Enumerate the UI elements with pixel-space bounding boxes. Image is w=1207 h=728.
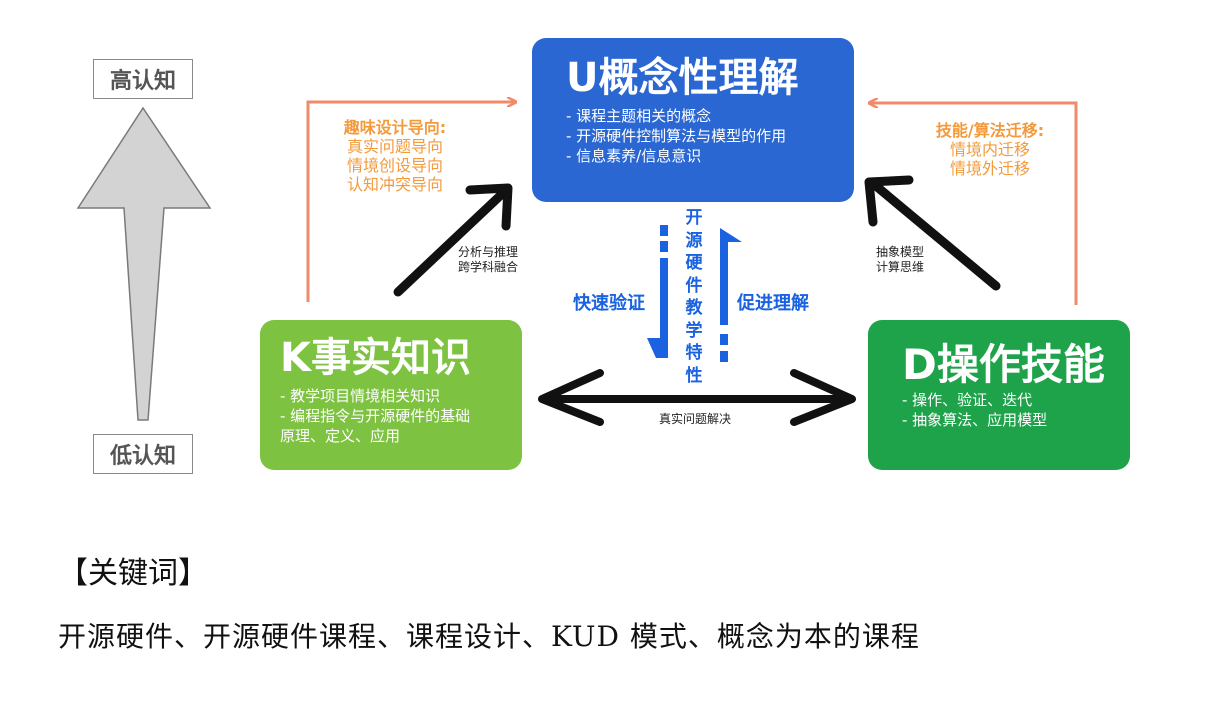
d-operational-skills-box: D操作技能 - 操作、验证、迭代 - 抽象算法、应用模型 xyxy=(868,320,1130,470)
u-box-title: U概念性理解 xyxy=(566,55,799,101)
vertical-title-char: 性 xyxy=(685,365,703,386)
u-conceptual-understanding-box: U概念性理解 - 课程主题相关的概念 - 开源硬件控制算法与模型的作用 - 信息… xyxy=(532,38,854,202)
u-box-item: - 课程主题相关的概念 xyxy=(566,107,712,125)
vertical-title-char: 教 xyxy=(685,298,703,318)
k-d-double-arrow xyxy=(538,369,856,426)
open-hardware-teaching-features-title: 开 源 硬 件 教 学 特 性 xyxy=(682,207,706,387)
skill-transfer-note: 技能/算法迁移: 情境内迁移 情境外迁移 xyxy=(920,121,1060,178)
k-box-item: 原理、定义、应用 xyxy=(280,427,401,445)
vertical-title-char: 特 xyxy=(685,343,703,363)
analysis-note-line: 跨学科融合 xyxy=(457,260,518,274)
interest-design-line: 真实问题导向 xyxy=(346,137,443,156)
right-orange-arrow xyxy=(870,103,1078,305)
interest-design-heading: 趣味设计导向: xyxy=(343,118,447,137)
interest-design-line: 认知冲突导向 xyxy=(346,175,443,194)
u-box-item: - 开源硬件控制算法与模型的作用 xyxy=(566,127,787,145)
vertical-title-char: 学 xyxy=(685,320,703,341)
abstract-note-line: 抽象模型 xyxy=(875,245,924,259)
vertical-title-char: 硬 xyxy=(685,253,703,273)
real-problem-note: 真实问题解决 xyxy=(658,412,731,426)
keywords-heading: 【关键词】 xyxy=(58,556,208,591)
u-box-item: - 信息素养/信息意识 xyxy=(566,147,702,165)
interest-design-line: 情境创设导向 xyxy=(346,156,443,175)
analysis-note-line: 分析与推理 xyxy=(457,245,518,259)
promote-understanding-label: 促进理解 xyxy=(737,293,809,314)
skill-transfer-line: 情境内迁移 xyxy=(949,140,1030,159)
d-box-item: - 操作、验证、迭代 xyxy=(902,391,1033,409)
vertical-title-char: 件 xyxy=(685,275,703,296)
k-box-title: K事实知识 xyxy=(280,335,471,381)
abstract-note-line: 计算思维 xyxy=(875,260,924,274)
keywords-text: 开源硬件、开源硬件课程、课程设计、KUD 模式、概念为本的课程 xyxy=(58,620,920,653)
k-factual-knowledge-box: K事实知识 - 教学项目情境相关知识 - 编程指令与开源硬件的基础 原理、定义、… xyxy=(260,320,522,470)
k-box-item: - 编程指令与开源硬件的基础 xyxy=(280,407,471,425)
big-up-arrow xyxy=(76,106,212,421)
d-to-u-arrow xyxy=(864,175,1001,291)
left-orange-arrow xyxy=(306,102,515,302)
high-cognition-label: 高认知 xyxy=(93,59,193,99)
vertical-title-char: 开 xyxy=(685,208,703,228)
skill-transfer-line: 情境外迁移 xyxy=(949,159,1030,178)
blue-up-arrow xyxy=(720,228,742,362)
k-to-u-arrow xyxy=(393,183,513,297)
abstract-model-note: 抽象模型 计算思维 xyxy=(860,245,940,275)
fast-verify-label: 快速验证 xyxy=(573,293,645,314)
d-box-item: - 抽象算法、应用模型 xyxy=(902,411,1048,429)
interest-design-note: 趣味设计导向: 真实问题导向 情境创设导向 认知冲突导向 xyxy=(330,118,460,194)
k-box-item: - 教学项目情境相关知识 xyxy=(280,387,441,405)
skill-transfer-heading: 技能/算法迁移: xyxy=(935,121,1045,140)
d-box-title: D操作技能 xyxy=(902,340,1105,389)
blue-down-arrow xyxy=(647,225,668,358)
analysis-reasoning-note: 分析与推理 跨学科融合 xyxy=(448,245,528,275)
vertical-title-char: 源 xyxy=(685,230,703,251)
low-cognition-label: 低认知 xyxy=(93,434,193,474)
